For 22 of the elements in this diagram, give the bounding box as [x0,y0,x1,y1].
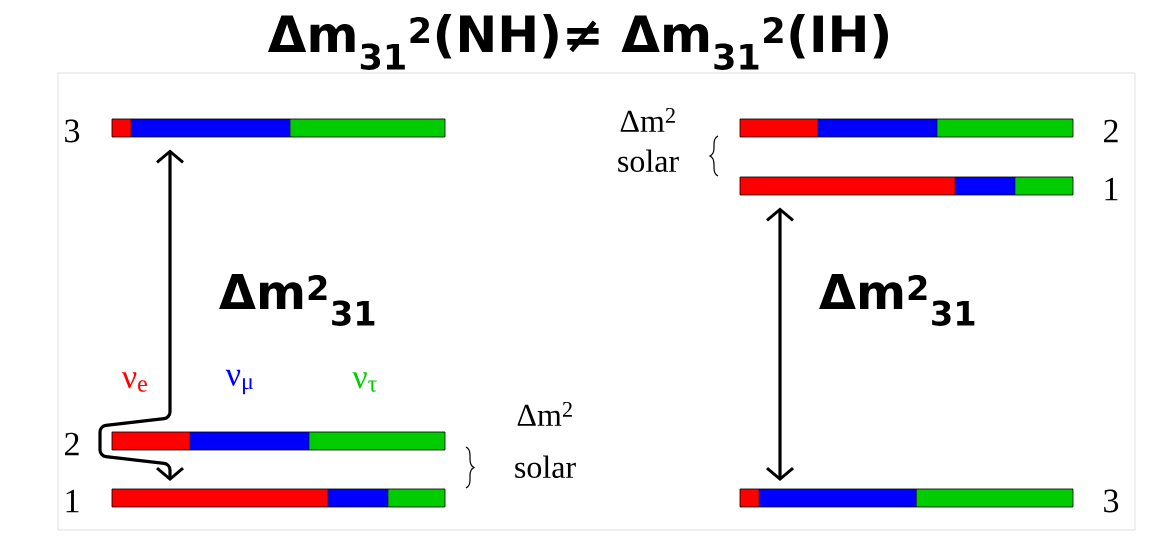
title: Δm$_{31}$$^{2}$(NH)≠ Δm$_{31}$$^{2}$(IH) [268,14,888,70]
splitting-label: Δm$^{2}$ solar [618,107,679,173]
flavor-label: ν$_{τ}$ [352,372,377,392]
energy-level-bar [739,488,1074,508]
double-arrow [766,207,794,481]
flavor-label: ν$_{μ}$ [225,369,253,395]
level-number: 2 [1104,119,1118,143]
double-arrow [98,149,184,481]
energy-level-bar [111,488,446,508]
splitting-label: Δm$^{2}$ solar [515,401,576,479]
energy-level-bar [739,118,1074,138]
energy-level-bar [111,431,446,451]
flavor-label: ν$_{e}$ [121,372,147,392]
edge-label: Δm$^{2}$31 [219,274,375,326]
level-number: 3 [1104,489,1119,513]
level-number: 1 [66,489,79,513]
energy-level-bar [111,118,446,138]
level-number: 3 [65,119,80,143]
level-number: 1 [1105,177,1118,201]
level-number: 2 [65,432,79,456]
edge-label: Δm$^{2}$31 [819,274,975,326]
energy-level-bar [739,176,1074,196]
